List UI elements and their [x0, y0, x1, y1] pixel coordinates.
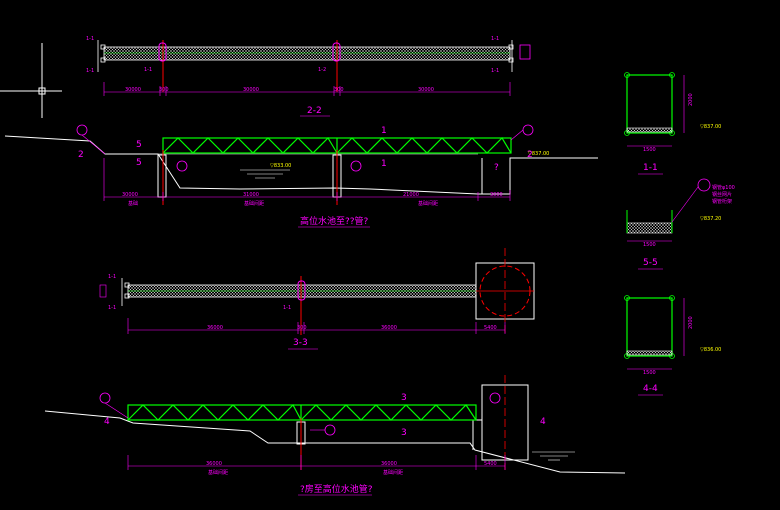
plan-2-2: 1-1 1-1 1-1 1-1 1-1 1-2 30000 300 30000 300 3…: [86, 36, 531, 117]
cut-mark-2-left: 2: [78, 150, 84, 160]
crosshair-cursor-icon: [0, 43, 62, 118]
cut-mark-2-right: 2: [527, 150, 533, 160]
svg-text:36000: 36000: [381, 461, 397, 467]
svg-text:1-1: 1-1: [108, 305, 116, 311]
section-label-4-4: 4-4: [643, 384, 658, 394]
svg-text:基础间距: 基础间距: [383, 469, 403, 476]
svg-text:5400: 5400: [484, 461, 497, 467]
cut-mark-4-right: 4: [540, 417, 546, 427]
svg-text:300: 300: [334, 87, 344, 93]
svg-text:钢丝网片: 钢丝网片: [712, 191, 732, 198]
cut-mark-1-top: 1: [381, 126, 387, 136]
svg-text:1-2: 1-2: [318, 67, 326, 73]
svg-text:30000: 30000: [122, 192, 138, 198]
section-label-5-5: 5-5: [643, 258, 658, 268]
svg-text:300: 300: [159, 87, 169, 93]
title-upper: 高位水池至??管?: [300, 215, 369, 227]
cut-mark-3-top: 3: [401, 393, 407, 403]
elevation-upper: ▽833.00 ▽837.00 5 5 1 1 2 2 ? 30000 31000: [4, 124, 598, 228]
svg-text:36000: 36000: [206, 461, 222, 467]
cut-mark-5-bottom: 5: [136, 158, 142, 168]
svg-text:1-1: 1-1: [491, 36, 499, 42]
svg-text:基础: 基础: [128, 200, 138, 207]
cut-mark-q: ?: [494, 163, 499, 173]
svg-text:2000: 2000: [688, 316, 694, 329]
svg-text:5400: 5400: [484, 325, 497, 331]
svg-text:钢管φ100: 钢管φ100: [712, 184, 735, 191]
section-label-2-2: 2-2: [307, 106, 322, 116]
cut-mark-4-left: 4: [104, 417, 110, 427]
svg-text:1-1: 1-1: [86, 68, 94, 74]
svg-text:基础间距: 基础间距: [208, 469, 228, 476]
svg-text:30000: 30000: [418, 87, 434, 93]
svg-text:30000: 30000: [243, 87, 259, 93]
svg-text:1-1: 1-1: [108, 274, 116, 280]
svg-text:21000: 21000: [403, 192, 419, 198]
svg-text:1-1: 1-1: [144, 67, 152, 73]
cut-mark-3-bottom: 3: [401, 428, 407, 438]
svg-text:钢管桁架: 钢管桁架: [712, 198, 732, 205]
svg-text:▽836.00: ▽836.00: [700, 347, 721, 353]
svg-text:▽837.00: ▽837.00: [700, 124, 721, 130]
svg-text:300: 300: [297, 325, 307, 331]
detail-4-4: 2000 ▽836.00 1500 4-4: [624, 295, 721, 396]
svg-text:2000: 2000: [688, 93, 694, 106]
title-lower: ?房至高位水池管?: [300, 483, 373, 495]
svg-text:1500: 1500: [643, 370, 656, 376]
svg-text:36000: 36000: [207, 325, 223, 331]
svg-text:31000: 31000: [243, 192, 259, 198]
svg-text:基础间距: 基础间距: [244, 200, 264, 207]
svg-text:1500: 1500: [643, 147, 656, 153]
detail-1-1: 2000 ▽837.00 1500 1-1: [624, 72, 721, 175]
svg-text:▽833.00: ▽833.00: [270, 163, 291, 169]
svg-text:1-1: 1-1: [283, 305, 291, 311]
section-label-1-1: 1-1: [643, 163, 658, 173]
section-label-3-3: 3-3: [293, 338, 308, 348]
svg-text:1500: 1500: [643, 242, 656, 248]
cut-mark-5-top: 5: [136, 140, 142, 150]
svg-text:30000: 30000: [125, 87, 141, 93]
cut-mark-1-bottom: 1: [381, 159, 387, 169]
svg-text:▽837.20: ▽837.20: [700, 216, 721, 222]
svg-text:基础间距: 基础间距: [418, 200, 438, 207]
svg-text:1-1: 1-1: [491, 68, 499, 74]
svg-text:3000: 3000: [490, 192, 503, 198]
plan-3-3: 1-1 1-1 1-1 36000 300 36000 5400 3-3: [99, 248, 535, 350]
svg-text:36000: 36000: [381, 325, 397, 331]
svg-text:1-1: 1-1: [86, 36, 94, 42]
elevation-lower: 4 4 3 3 36000 36000 5400 基础间距 基础间距 ?房至高位水池管…: [44, 375, 626, 496]
svg-text:▽837.00: ▽837.00: [528, 151, 549, 157]
